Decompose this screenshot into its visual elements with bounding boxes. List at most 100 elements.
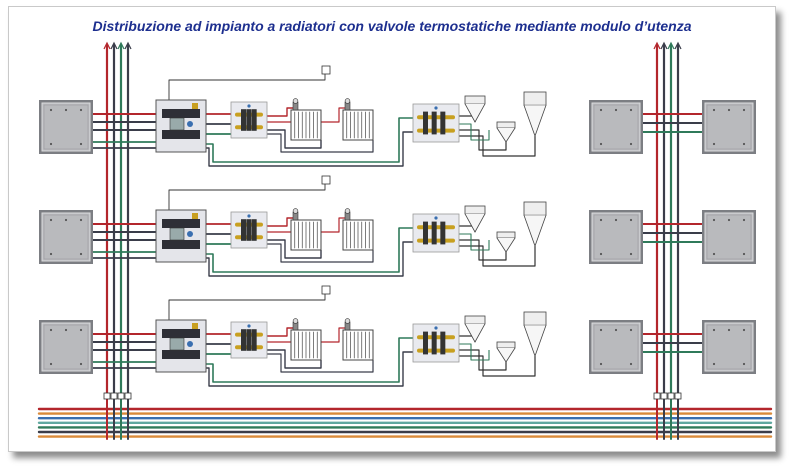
riser-valve-icon [103, 392, 111, 400]
radiator-return [267, 133, 374, 153]
terminal-cap [496, 341, 516, 349]
radiator-return [267, 239, 322, 259]
floor-bottom [92, 285, 703, 387]
panel-screw-icon [49, 328, 53, 332]
panel-screw-icon [712, 328, 716, 332]
riser-arrow-icon [103, 41, 111, 50]
panel-screw-icon [727, 218, 731, 222]
terminal-cap [523, 311, 547, 326]
riser-arrow-icon [117, 41, 125, 50]
terminal-cap [464, 95, 486, 105]
panel-screw-icon [599, 142, 603, 146]
terminal-cap [523, 201, 547, 216]
riser-valve-icon [117, 392, 125, 400]
manifold-vent-icon [434, 216, 438, 220]
panel-screw-icon [599, 252, 603, 256]
panel-screw-icon [614, 328, 618, 332]
panel-screw-icon [599, 328, 603, 332]
water-pipe [206, 131, 413, 167]
terminal-pipe [459, 355, 536, 377]
panel-screw-icon [79, 252, 83, 256]
panel-inner [706, 214, 752, 260]
panel-screw-icon [742, 362, 746, 366]
panel-inner [706, 324, 752, 370]
valve-head-icon [292, 318, 299, 324]
cone-terminal [523, 91, 547, 138]
manifold-vent-icon [434, 106, 438, 110]
radiator-supply [267, 107, 294, 117]
valve-head-icon [344, 318, 351, 324]
panel-screw-icon [629, 218, 633, 222]
manifold-valve-icon [440, 331, 446, 355]
cone-terminal [496, 341, 516, 363]
panel-screw-icon [79, 328, 83, 332]
control-wire [168, 74, 326, 100]
radiator [342, 98, 374, 141]
cone-terminal [523, 311, 547, 358]
manifold-valve-icon [241, 219, 246, 241]
manifold-valve-icon [246, 329, 252, 351]
panel-screw-icon [742, 252, 746, 256]
user-module [155, 99, 207, 153]
panel-inner [593, 324, 639, 370]
cone-terminal [464, 95, 486, 123]
riser-valve-icon [667, 392, 675, 400]
panel-screw-icon [742, 108, 746, 112]
manifold-vent-icon [247, 324, 251, 328]
riser-arrow-icon [674, 41, 682, 50]
sanitary-manifold [412, 323, 460, 363]
control-wire [168, 184, 326, 210]
utility-panel [39, 100, 93, 154]
cone-terminal-icon [496, 237, 516, 253]
terminal-cap [464, 315, 486, 325]
panel-screw-icon [49, 108, 53, 112]
module-pump-icon [169, 227, 185, 241]
utility-panel [589, 210, 643, 264]
panel-inner [593, 104, 639, 150]
control-box-icon [321, 65, 331, 75]
riser-valve-icon [653, 392, 661, 400]
module-meter [162, 109, 200, 118]
manifold-valve-icon [440, 111, 446, 135]
radiator [290, 318, 322, 361]
manifold-valve-icon [431, 331, 437, 355]
cone-terminal-icon [496, 127, 516, 143]
manifold-valve-icon [423, 331, 428, 355]
panel-screw-icon [49, 218, 53, 222]
radiator-manifold [230, 211, 268, 249]
panel-screw-icon [599, 218, 603, 222]
panel-screw-icon [614, 108, 618, 112]
manifold-vent-icon [434, 326, 438, 330]
riser-arrow-icon [660, 41, 668, 50]
valve-head-icon [292, 208, 299, 214]
module-fitting [192, 323, 198, 329]
manifold-vent-icon [247, 214, 251, 218]
water-pipe [206, 241, 413, 277]
riser-valve-icon [124, 392, 132, 400]
panel-screw-icon [712, 142, 716, 146]
cone-terminal-icon [523, 105, 547, 138]
manifold-valve-icon [423, 221, 428, 245]
panel-screw-icon [742, 218, 746, 222]
panel-screw-icon [64, 218, 68, 222]
panel-inner [593, 214, 639, 260]
control-wire [168, 294, 326, 320]
cone-terminal [464, 315, 486, 343]
manifold-valve-icon [423, 111, 428, 135]
utility-panel [702, 210, 756, 264]
cone-terminal [496, 231, 516, 253]
cone-terminal-icon [496, 347, 516, 363]
panel-screw-icon [64, 108, 68, 112]
panel-screw-icon [712, 362, 716, 366]
panel-screw-icon [712, 108, 716, 112]
utility-panel [589, 100, 643, 154]
manifold-valve-icon [251, 329, 257, 351]
radiator-return [267, 349, 322, 369]
plumbing-diagram [37, 41, 773, 440]
riser-arrow-icon [653, 41, 661, 50]
panel-screw-icon [629, 328, 633, 332]
utility-panel [702, 320, 756, 374]
panel-screw-icon [614, 218, 618, 222]
manifold-valve-icon [246, 109, 252, 131]
panel-screw-icon [742, 328, 746, 332]
